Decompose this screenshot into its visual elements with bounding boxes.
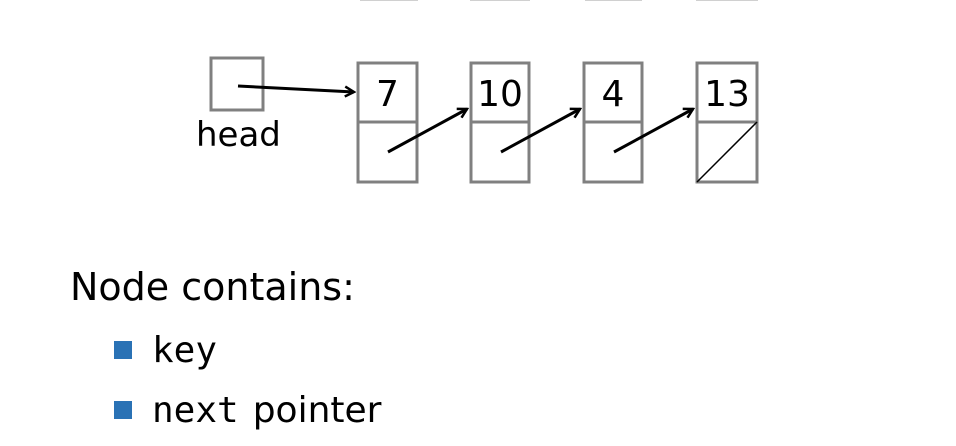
node-key-cell — [356, 61, 419, 124]
bullet-square-icon — [114, 401, 132, 419]
field-description: pointer — [252, 389, 382, 431]
head-arrow — [237, 84, 354, 92]
node-key: 7 — [376, 74, 399, 115]
head-pointer-box — [209, 56, 265, 112]
list-node: 10 — [469, 61, 531, 184]
list-node: 4 — [582, 61, 644, 184]
list-node: 13 — [695, 61, 759, 184]
null-pointer-slash — [696, 121, 758, 183]
bullet-square-icon — [114, 341, 132, 359]
node-next-cell — [356, 120, 419, 184]
next-arrow — [387, 109, 467, 154]
node-key: 13 — [704, 74, 750, 115]
node-key: 10 — [477, 74, 523, 115]
field-name: next — [152, 389, 239, 431]
node-next-cell — [469, 120, 531, 184]
description-heading: Node contains: — [70, 265, 355, 309]
list-item: key — [114, 320, 930, 380]
list-item: next pointer — [114, 380, 930, 440]
next-arrow — [500, 109, 580, 154]
node-key: 4 — [602, 74, 625, 115]
node-next-cell — [582, 120, 644, 184]
head-label: head — [196, 115, 281, 155]
field-name: key — [152, 329, 218, 371]
list-node: 7 — [356, 61, 419, 184]
node-description: Node contains: key next pointer — [70, 262, 930, 440]
field-list: key next pointer — [70, 320, 930, 440]
node-key-cell — [695, 61, 759, 124]
next-arrow — [613, 109, 693, 154]
